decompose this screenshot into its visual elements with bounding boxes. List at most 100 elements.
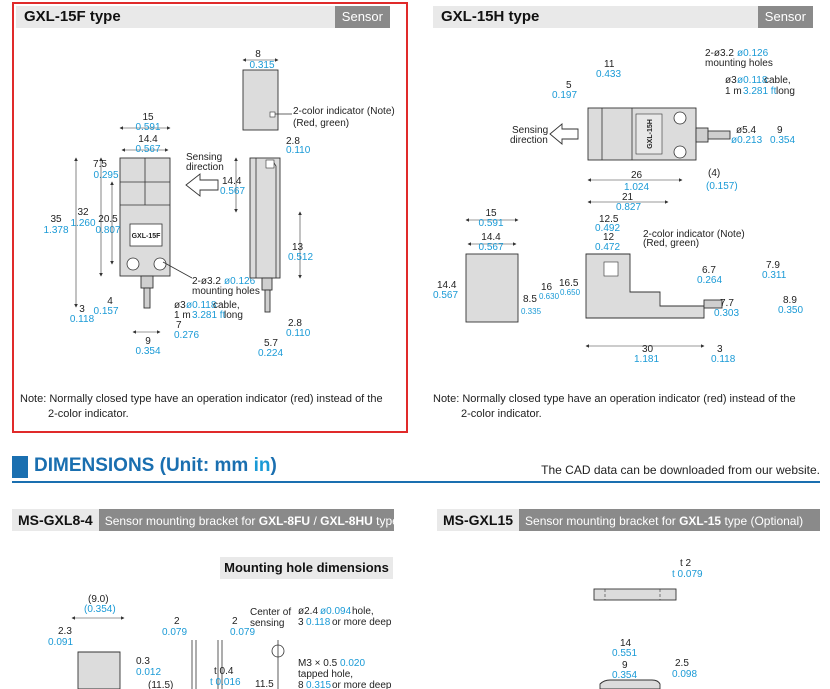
dim-7: 7: [176, 320, 182, 331]
dim-32: 32: [77, 207, 89, 218]
gxl15h-note-line2: 2-color indicator.: [461, 408, 542, 420]
dim-14-4-in: 0.567: [135, 144, 160, 155]
ms-gxl8-4-b1: GXL-8FU: [258, 514, 311, 528]
h-indicator-colors: (Red, green): [643, 238, 699, 249]
gxl15f-note-line1: Note: Normally closed type have an opera…: [20, 393, 383, 405]
h-indicator-note: 2-color indicator (Note): [643, 229, 745, 240]
h-cable-len: 1 m: [725, 86, 742, 97]
b-sensing: sensing: [250, 618, 284, 629]
h-dim-16-5: 16.5: [559, 278, 579, 289]
gxl15h-note-line1: Note: Normally closed type have an opera…: [433, 393, 796, 405]
dim-h14-4: 14.4: [222, 176, 242, 187]
b-dim-2a-in: 0.079: [162, 627, 187, 638]
ms-gxl8-4-desc: Sensor mounting bracket for: [104, 514, 259, 528]
gxl15f-holes: 2-ø3.2: [192, 276, 221, 287]
h-sensing-direction: direction: [510, 135, 548, 146]
gxl15f-side-view: [249, 157, 281, 279]
dim-5-7-in: 0.224: [258, 348, 283, 359]
b-dim-2-3: 2.3: [58, 626, 72, 637]
gxl15f-cable-len-in: 3.281 ft: [192, 310, 226, 321]
b-hole-depth: 3: [298, 617, 304, 628]
gxl15f-cable-len: 1 m: [174, 310, 191, 321]
cad-download-text: The CAD data can be downloaded from our …: [541, 463, 820, 477]
h-sensing-arrow: [549, 123, 579, 145]
gxl15f-top-view: [242, 69, 279, 131]
b-t-0-4-in: t 0.016: [210, 677, 241, 688]
dim-35: 35: [50, 214, 62, 225]
ms-gxl8-4-drawing: (9.0) (0.354) 2.3 0.091 0.3 0.012 (11.5)…: [48, 594, 392, 689]
gxl15f-title: GXL-15F type: [24, 8, 121, 25]
dim-7-5-in: 0.295: [93, 170, 118, 181]
dim-2-8a-in: 0.110: [286, 145, 311, 156]
dim-9: 9: [145, 336, 151, 347]
ms-gxl15-drawing: t 2 t 0.079 14 0.551 9 0.354 2.5 0.098: [593, 558, 703, 689]
sensing-direction-arrow: [185, 173, 219, 197]
section-title-text: DIMENSIONS (Unit: mm in): [34, 455, 277, 477]
h-dim-7-9-in: 0.311: [762, 270, 787, 281]
gxl15f-cable-in: ø0.118: [186, 300, 217, 311]
h-dim-16: 16: [541, 282, 553, 293]
h-dim-21-in: 0.827: [616, 202, 641, 213]
h-dim-8-5: 8.5: [523, 294, 537, 305]
gxl15f-header: GXL-15F type Sensor: [16, 6, 390, 28]
gxl15f-holes-text: mounting holes: [192, 286, 260, 297]
h-dim-12-5: 12.5: [599, 214, 619, 225]
h-dim-6-7: 6.7: [702, 265, 716, 276]
h-sensing: Sensing: [512, 125, 548, 136]
h-dim-h14-4: 14.4: [437, 280, 457, 291]
dim-13-in: 0.512: [288, 252, 313, 263]
dim-3: 3: [79, 304, 85, 315]
h-dim-5: 5: [566, 80, 572, 91]
h-dim-11: 11: [604, 59, 615, 70]
c-dim-14-in: 0.551: [612, 648, 637, 659]
gxl15f-label-plate: GXL-15F: [132, 233, 162, 240]
gxl15f-note: Note: Normally closed type have an opera…: [20, 392, 383, 422]
mounting-hole-header: Mounting hole dimensions: [220, 557, 393, 579]
h-dim-26: 26: [631, 170, 643, 181]
gxl15h-label-plate: GXL-15H: [647, 119, 654, 149]
b-dim-0-3-in: 0.012: [136, 667, 161, 678]
selected-panel-highlight: [12, 2, 408, 433]
b-hole-in: ø0.094: [320, 606, 352, 617]
h-holes: 2-ø3.2: [705, 48, 734, 59]
section-title-main: DIMENSIONS (Unit: mm: [34, 455, 254, 476]
b-tap-in: 0.020: [340, 658, 365, 669]
h-dim-11-in: 0.433: [596, 69, 621, 80]
h-dim-6-7-in: 0.264: [697, 275, 722, 286]
b-tap-depth: 8: [298, 680, 304, 689]
dim-15: 15: [142, 112, 154, 123]
gxl15f-holes-in: ø0.126: [224, 276, 256, 287]
dim-15-in: 0.591: [135, 122, 160, 133]
h-dim-16-5-in: 0.650: [560, 288, 581, 297]
dim-9-in: 0.354: [135, 346, 160, 357]
b-hole-depth-in: 0.118: [306, 617, 331, 628]
h-dim-30: 30: [642, 344, 654, 355]
dim-35-in: 1.378: [43, 225, 68, 236]
dim-2-8b: 2.8: [288, 318, 302, 329]
h-dim-7-7-in: 0.303: [714, 308, 739, 319]
gxl15h-note: Note: Normally closed type have an opera…: [433, 392, 796, 422]
section-title-close: ): [270, 455, 277, 476]
h-dim-15: 15: [485, 208, 497, 219]
dim-4-in: 0.157: [93, 306, 118, 317]
h-cable-len-in: 3.281 ft: [743, 86, 777, 97]
b-hole-depth-b: or more deep: [332, 617, 392, 628]
b-t-0-4: t 0.4: [214, 666, 234, 677]
sensing-direction-label: direction: [186, 162, 224, 173]
ms-gxl15-model: MS-GXL15: [437, 509, 520, 531]
gxl15f-indicator-note: 2-color indicator (Note): [293, 106, 395, 117]
dim-8: 8: [255, 49, 261, 60]
c-dim-2-5-in: 0.098: [672, 669, 697, 680]
b-hole-b: hole,: [352, 606, 374, 617]
b-dim-2-3-in: 0.091: [48, 637, 73, 648]
b-dim-2b-in: 0.079: [230, 627, 255, 638]
b-dim-9-0: (9.0): [88, 594, 109, 605]
h-dim-8-5-in: 0.335: [521, 307, 542, 316]
b-tap-depth-b: or more deep: [332, 680, 392, 689]
h-dim-15-in: 0.591: [478, 218, 503, 229]
dim-2-8a: 2.8: [286, 136, 300, 147]
c-t-2-in: t 0.079: [672, 569, 703, 580]
h-cable-len-b: long: [776, 86, 795, 97]
